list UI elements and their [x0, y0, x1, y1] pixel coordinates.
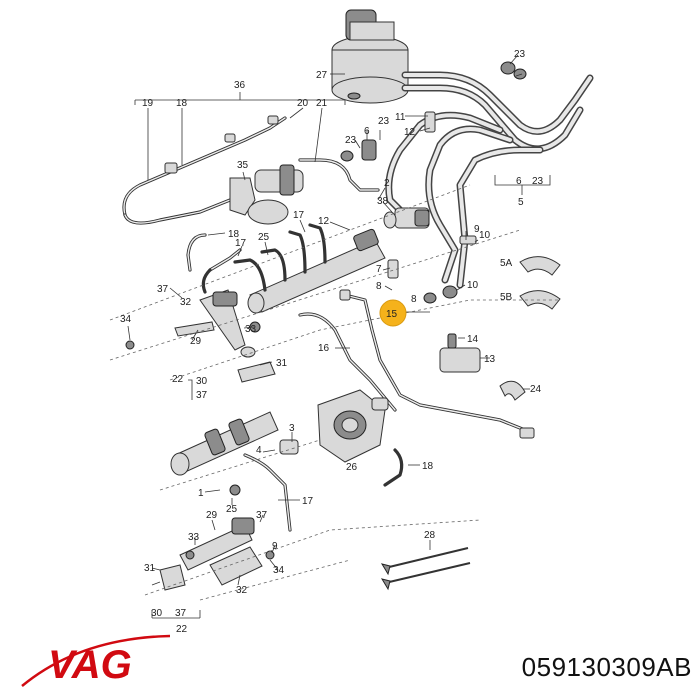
callout-30: 30 — [196, 376, 208, 387]
callout-26: 26 — [346, 462, 358, 473]
callout-37: 37 — [157, 284, 169, 295]
callout-5: 5 — [518, 197, 524, 208]
callout-37: 37 — [256, 510, 268, 521]
callout-31: 31 — [144, 563, 156, 574]
callout-22: 22 — [176, 624, 188, 635]
callout-12: 12 — [318, 216, 330, 227]
callout-33: 33 — [245, 324, 257, 335]
callout-17: 17 — [293, 210, 305, 221]
callout-10: 10 — [467, 280, 479, 291]
callout-18: 18 — [422, 461, 434, 472]
callout-23: 23 — [532, 176, 544, 187]
callout-9: 9 — [474, 224, 480, 235]
callout-5b: 5B — [500, 292, 513, 303]
fuel-rail-lower — [170, 411, 404, 532]
callout-32: 32 — [180, 297, 192, 308]
callout-6: 6 — [516, 176, 522, 187]
vag-logo-text: VAG — [48, 643, 132, 687]
engine-outline — [109, 184, 560, 601]
fuel-hose-left — [122, 115, 380, 272]
callout-22: 22 — [172, 374, 184, 385]
callout-6: 6 — [364, 126, 370, 137]
callout-2: 2 — [384, 178, 390, 189]
callout-31: 31 — [276, 358, 288, 369]
callout-25: 25 — [226, 504, 238, 515]
part-number: 059130309AB — [521, 652, 692, 682]
high-pressure-pump — [317, 389, 389, 463]
injector-lower — [159, 484, 275, 591]
callout-18: 18 — [176, 98, 188, 109]
callout-25: 25 — [258, 232, 270, 243]
callout-10: 10 — [479, 230, 491, 241]
injection-pipes — [298, 289, 535, 439]
callout-23: 23 — [378, 116, 390, 127]
callout-5a: 5A — [500, 258, 513, 269]
pressure-regulator — [340, 111, 477, 304]
callout-11: 11 — [395, 112, 406, 123]
callout-17: 17 — [302, 496, 314, 507]
callout-28: 28 — [424, 530, 436, 541]
cable-ties — [380, 547, 471, 591]
callout-29: 29 — [190, 336, 202, 347]
callout-24: 24 — [530, 384, 542, 395]
callout-16: 16 — [318, 343, 330, 354]
callout-27: 27 — [316, 70, 328, 81]
fuel-rail-upper — [201, 223, 386, 314]
callout-15: 15 — [386, 309, 398, 320]
callout-37: 37 — [196, 390, 208, 401]
callout-37: 37 — [175, 608, 187, 619]
callout-8: 8 — [376, 281, 382, 292]
callout-35: 35 — [237, 160, 249, 171]
callout-23: 23 — [514, 49, 526, 60]
highlight-marker — [379, 299, 407, 327]
injector-upper — [125, 289, 276, 383]
callout-1: 1 — [198, 488, 204, 499]
callout-9: 9 — [272, 541, 278, 552]
callout-30: 30 — [151, 608, 163, 619]
leader-lines — [127, 54, 551, 619]
callout-4: 4 — [256, 445, 262, 456]
callout-17: 17 — [235, 238, 247, 249]
callout-7: 7 — [376, 264, 382, 275]
callout-3: 3 — [289, 423, 295, 434]
callout-labels: 36 19 18 20 21 27 23 23 23 11 12 6 23 6 … — [120, 49, 544, 635]
callout-38: 38 — [377, 196, 389, 207]
fuel-filter — [331, 9, 409, 104]
callout-20: 20 — [297, 98, 309, 109]
callout-29: 29 — [206, 510, 218, 521]
callout-19: 19 — [142, 98, 154, 109]
clips-right — [439, 256, 561, 401]
callout-12: 12 — [404, 127, 416, 138]
callout-32: 32 — [236, 585, 248, 596]
callout-33: 33 — [188, 532, 200, 543]
callout-14: 14 — [467, 334, 479, 345]
callout-34: 34 — [273, 565, 285, 576]
callout-36: 36 — [234, 80, 246, 91]
callout-18: 18 — [228, 229, 240, 240]
vag-logo: VAG — [21, 634, 171, 687]
callout-34: 34 — [120, 314, 132, 325]
callout-13: 13 — [484, 354, 496, 365]
callout-8: 8 — [411, 294, 417, 305]
return-hose-assembly — [385, 61, 594, 289]
callout-23: 23 — [345, 135, 357, 146]
callout-21: 21 — [316, 98, 328, 109]
